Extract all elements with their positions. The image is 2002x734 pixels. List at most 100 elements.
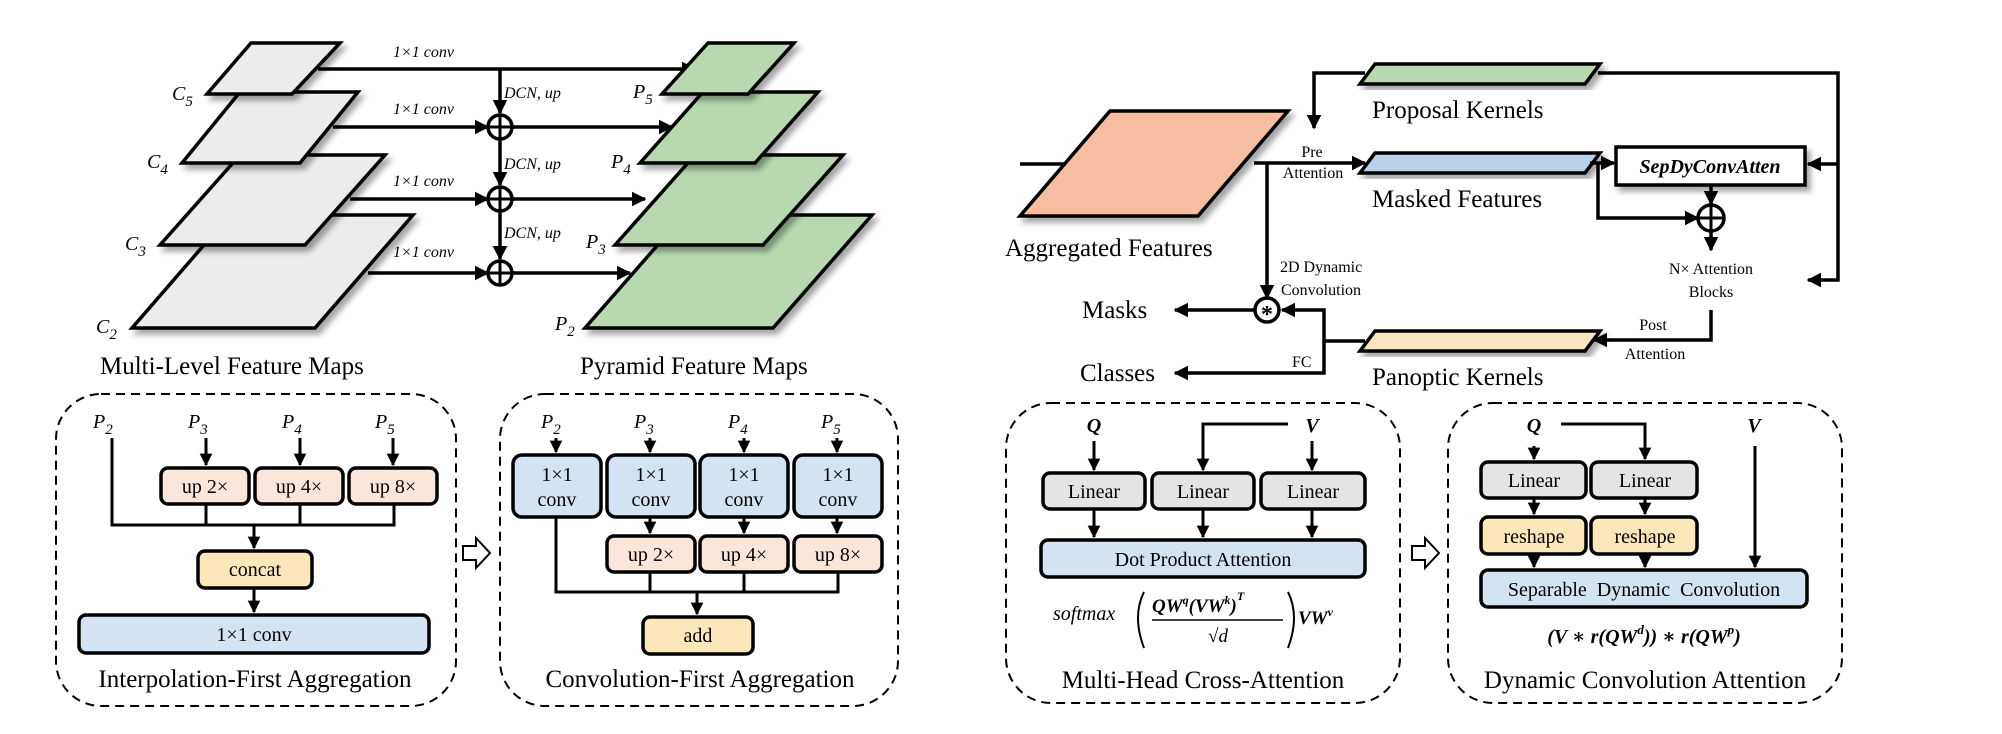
formula-softmax: softmax <box>1053 603 1115 625</box>
panel-border <box>1005 402 1401 704</box>
input-p5: P5 <box>374 411 395 438</box>
concat-label: concat <box>229 559 282 581</box>
input-p5: P5 <box>820 411 841 438</box>
panoptic-kernels-shape <box>1356 329 1604 353</box>
caption-conv-first: Convolution-First Aggregation <box>545 666 855 693</box>
label-c4: C4 <box>147 151 168 178</box>
proposal-kernels-label: Proposal Kernels <box>1372 97 1544 124</box>
arrow <box>1196 422 1288 472</box>
label-c5: C5 <box>172 83 193 110</box>
pre-attention-label-1: Pre <box>1301 144 1322 161</box>
hollow-arrow-icon <box>1411 535 1441 571</box>
feature-map-c2 <box>128 213 417 330</box>
up8-label: up 8× <box>370 476 416 498</box>
linear-label: Linear <box>1508 470 1561 492</box>
caption-interp-first: Interpolation-First Aggregation <box>98 666 412 693</box>
paren-left <box>1137 591 1145 649</box>
masks-label: Masks <box>1082 297 1147 324</box>
feature-map-p5 <box>658 41 798 96</box>
label-p2: P2 <box>554 313 575 340</box>
v-label: V <box>1305 415 1320 437</box>
conv-label-line1: 1×1 <box>728 464 759 486</box>
post-attention-label-2: Attention <box>1625 346 1685 363</box>
attention-blocks-label-2: Blocks <box>1689 284 1733 301</box>
caption-mhca: Multi-Head Cross-Attention <box>1062 667 1345 694</box>
classes-label: Classes <box>1080 360 1155 387</box>
add-label: add <box>684 625 713 647</box>
conv-label-line2: conv <box>819 489 858 511</box>
proposal-to-pre-arrow <box>1306 71 1365 130</box>
svg-text:*: * <box>1261 302 1273 328</box>
formula-suffix: VWv <box>1298 605 1334 629</box>
linear-label: Linear <box>1619 470 1672 492</box>
up2-label: up 2× <box>628 544 674 566</box>
up2-label: up 2× <box>182 476 228 498</box>
conv-label-line2: conv <box>632 489 671 511</box>
dyn-conv-label-1: 2D Dynamic <box>1280 259 1362 276</box>
caption-pyramid: Pyramid Feature Maps <box>580 353 808 380</box>
feature-map-p3 <box>611 153 847 247</box>
post-attention-label-1: Post <box>1639 317 1667 334</box>
caption-multi-level: Multi-Level Feature Maps <box>100 353 364 380</box>
dcn-label-1: DCN, up <box>503 85 561 102</box>
masked-features-label: Masked Features <box>1372 186 1542 213</box>
sum-icon <box>486 259 514 287</box>
feature-map-p4 <box>636 90 822 165</box>
dcn-label-3: DCN, up <box>503 225 561 242</box>
classes-arrow <box>1173 341 1326 381</box>
formula-numerator: QWq(VWk)T <box>1152 589 1245 617</box>
caption-dca: Dynamic Convolution Attention <box>1484 667 1807 694</box>
aggregated-features-map <box>1016 109 1292 218</box>
linear-label: Linear <box>1287 481 1340 503</box>
linear-label: Linear <box>1068 481 1121 503</box>
feature-map-c3 <box>156 153 389 247</box>
label-p3: P3 <box>585 231 606 258</box>
reshape-label: reshape <box>1503 526 1564 548</box>
label-p4: P4 <box>610 151 631 178</box>
input-p4: P4 <box>727 411 748 438</box>
input-p3: P3 <box>633 411 654 438</box>
feature-map-c4 <box>178 90 362 165</box>
attention-formula: softmax QWq(VWk)T √d VWv <box>1053 589 1334 649</box>
conv-label-5: 1×1 conv <box>393 44 455 61</box>
mhca-panel: Q V Linear Linear Linear Dot Product Att… <box>1005 402 1401 704</box>
convolution-op-icon: * <box>1253 296 1281 328</box>
reshape-label: reshape <box>1614 526 1675 548</box>
up4-label: up 4× <box>721 544 767 566</box>
sep-dy-conv-atten-label: SepDyConvAtten <box>1639 156 1780 178</box>
input-p2: P2 <box>540 411 561 438</box>
conv-box <box>77 613 431 655</box>
panel-border <box>55 393 457 707</box>
conv-label-2: 1×1 conv <box>393 244 455 261</box>
up4-label: up 4× <box>276 476 322 498</box>
v-label: V <box>1747 415 1762 437</box>
sep-dy-conv-atten-block <box>1614 145 1807 187</box>
input-p4: P4 <box>281 411 302 438</box>
formula-denominator: √d <box>1208 626 1228 647</box>
residual-arrow <box>1596 163 1700 226</box>
panel-border <box>499 393 899 707</box>
conv-label-line2: conv <box>538 489 577 511</box>
up8-label: up 8× <box>815 544 861 566</box>
conv-label: 1×1 conv <box>216 624 291 646</box>
paren-right <box>1287 591 1295 649</box>
aggregated-features-label: Aggregated Features <box>1005 235 1213 262</box>
separable-dynamic-convolution-box <box>1479 568 1809 609</box>
masked-features-shape <box>1356 151 1604 175</box>
conv-label-line1: 1×1 <box>541 464 572 486</box>
conv-label-4: 1×1 conv <box>393 101 455 118</box>
fpn-section: C5 C4 C3 C2 1×1 conv 1×1 conv 1×1 conv 1… <box>96 41 876 380</box>
panel-border <box>1447 402 1843 704</box>
hollow-arrow-icon <box>462 535 492 571</box>
kernel-to-conv-arrow <box>1280 302 1365 343</box>
q-label: Q <box>1527 415 1541 437</box>
proposal-kernels-shape <box>1356 62 1604 86</box>
dyn-conv-label-2: Convolution <box>1281 282 1361 299</box>
arrow <box>1561 422 1652 461</box>
interpolation-first-panel: P2 P3 P4 P5 up 2× up 4× up 8× concat 1×1… <box>55 393 457 707</box>
fc-label: FC <box>1292 354 1312 371</box>
dot-product-attention-box <box>1039 538 1367 579</box>
dca-panel: Q V Linear Linear reshape reshape Separa… <box>1447 402 1843 704</box>
input-p2: P2 <box>92 411 113 438</box>
